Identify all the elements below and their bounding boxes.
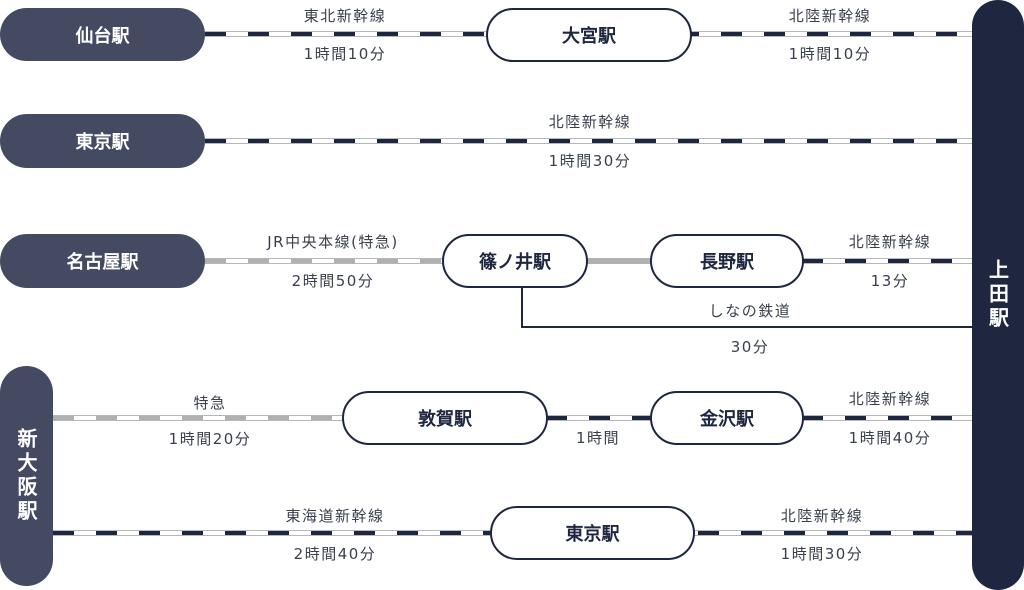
connector-shinano-railway [521, 286, 974, 328]
time-label: 1時間20分 [168, 430, 252, 448]
line-label: 北陸新幹線 [848, 390, 932, 408]
time-label: 1時間40分 [848, 429, 932, 447]
time-label: 1時間30分 [780, 545, 864, 563]
station-shin-osaka: 新大阪駅 [0, 366, 53, 586]
line-label: 北陸新幹線 [848, 233, 932, 251]
station-nagano: 長野駅 [650, 234, 804, 288]
station-label: 東京駅 [75, 132, 130, 153]
time-label: 2時間40分 [293, 545, 377, 563]
station-label: 名古屋駅 [66, 252, 139, 273]
station-tsuruga: 敦賀駅 [342, 391, 548, 445]
station-tokyo-transfer: 東京駅 [490, 506, 695, 560]
station-sendai: 仙台駅 [0, 8, 205, 61]
station-label: 大宮駅 [562, 26, 616, 47]
line-label: 北陸新幹線 [548, 113, 632, 131]
track-tsuruga-kanazawa [546, 415, 652, 421]
time-label: 13分 [870, 272, 910, 290]
line-label: 東北新幹線 [303, 7, 387, 25]
track-chuo-line [205, 258, 445, 264]
track-shinonoi-nagano [586, 258, 652, 264]
station-nagoya: 名古屋駅 [0, 234, 205, 288]
time-label: 1時間 [575, 429, 621, 447]
time-label: 1時間10分 [303, 45, 387, 63]
station-omiya: 大宮駅 [486, 8, 692, 62]
station-label: 仙台駅 [75, 25, 130, 47]
station-label: 東京駅 [565, 524, 620, 545]
line-label: 東海道新幹線 [285, 507, 385, 525]
line-label: しなの鉄道 [708, 302, 792, 320]
station-label: 敦賀駅 [418, 409, 472, 430]
time-label: 1時間30分 [548, 152, 632, 170]
station-label: 長野駅 [700, 252, 754, 273]
station-kanazawa: 金沢駅 [650, 391, 804, 445]
track-nagano-ueda [802, 258, 972, 264]
station-label: 上田駅 [985, 259, 1010, 331]
time-label: 1時間10分 [788, 45, 872, 63]
line-label: 北陸新幹線 [788, 7, 872, 25]
line-label: 北陸新幹線 [780, 507, 864, 525]
station-shinonoi: 篠ノ井駅 [442, 234, 588, 288]
track-limited-express [53, 415, 345, 421]
time-label: 30分 [730, 338, 770, 356]
station-ueda: 上田駅 [972, 0, 1024, 590]
line-label: 特急 [193, 394, 227, 412]
station-label: 金沢駅 [700, 409, 754, 430]
time-label: 2時間50分 [291, 272, 375, 290]
line-label: JR中央本線(特急) [267, 233, 399, 251]
station-label: 篠ノ井駅 [479, 252, 551, 273]
track-kanazawa-ueda [802, 415, 972, 421]
station-label: 新大阪駅 [14, 428, 38, 524]
station-tokyo: 東京駅 [0, 114, 205, 168]
track-tokyo-ueda [205, 138, 972, 144]
